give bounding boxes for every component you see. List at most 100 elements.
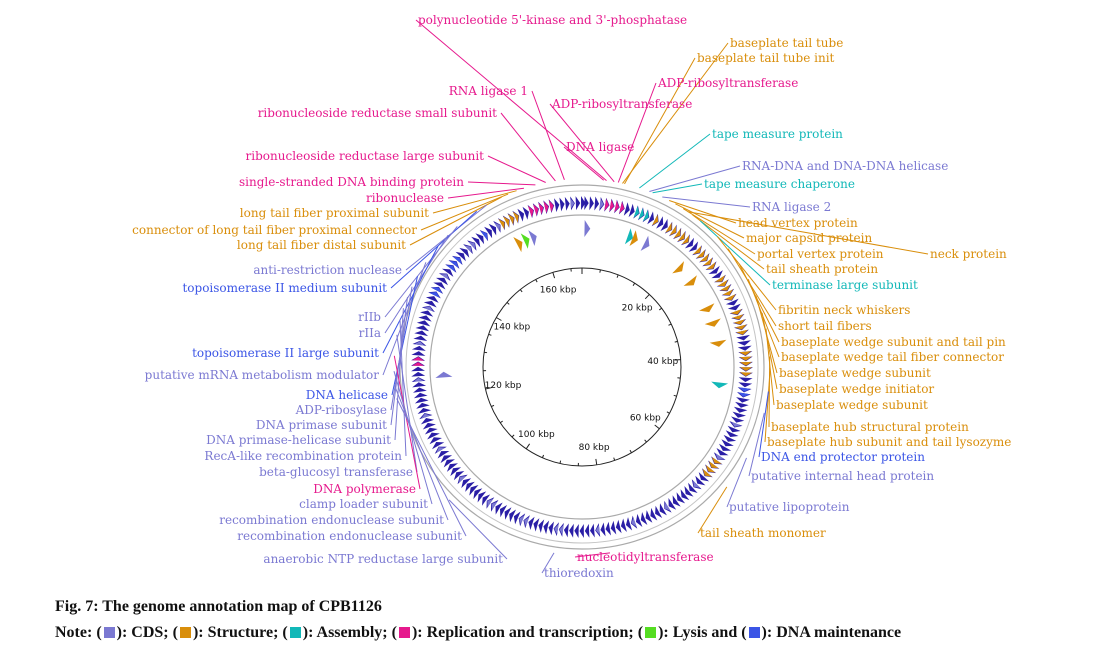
feature-arrow — [716, 448, 729, 456]
gene-label: RNA-DNA and DNA-DNA helicase — [742, 159, 948, 173]
legend-entry: ): Structure; ( — [192, 624, 288, 641]
scale-tick-label: 20 kbp — [622, 304, 653, 314]
feature-arrow-replication — [528, 205, 534, 218]
label-leader-line — [692, 214, 765, 270]
feature-arrow-structure — [512, 211, 519, 223]
feature-arrow-structure — [736, 329, 748, 335]
legend-note-prefix: Note: ( — [55, 624, 102, 641]
label-leaders — [382, 19, 929, 574]
gene-label: baseplate hub subunit and tail lysozyme — [767, 435, 1011, 449]
feature-arrow — [509, 509, 516, 523]
feature-arrow — [424, 427, 438, 435]
label-leader-line — [574, 552, 611, 558]
feature-arrow-structure — [673, 228, 681, 239]
gene-label: clamp loader subunit — [299, 497, 428, 511]
feature-arrow-cds — [519, 515, 525, 525]
feature-arrow — [416, 320, 431, 327]
feature-arrow — [656, 216, 664, 229]
feature-arrow — [581, 196, 586, 210]
label-leader-line — [717, 236, 777, 311]
feature-arrow — [440, 455, 453, 464]
gene-label: baseplate wedge subunit — [779, 366, 931, 380]
gene-label: RNA ligase 1 — [449, 84, 528, 98]
feature-arrow-structure — [706, 262, 716, 270]
feature-arrow — [504, 507, 512, 520]
feature-arrow — [488, 223, 497, 236]
scale-tick — [644, 294, 650, 300]
feature-arrow — [727, 425, 741, 433]
feature-arrow — [413, 392, 428, 399]
feature-arrow — [438, 273, 451, 281]
feature-arrow — [732, 411, 746, 418]
feature-arrow — [420, 418, 435, 425]
feature-arrow — [459, 247, 470, 258]
gene-label: tape measure chaperone — [704, 177, 855, 191]
feature-arrow-structure — [715, 275, 726, 282]
feature-arrow — [640, 512, 648, 525]
feature-arrow — [416, 402, 430, 409]
label-leader-line — [531, 90, 565, 180]
inner-feature-lysis — [520, 233, 530, 249]
legend-entry: ): Assembly; ( — [302, 624, 397, 641]
feature-arrow — [628, 203, 635, 218]
feature-arrow — [610, 520, 617, 535]
label-leader-line — [415, 19, 607, 181]
gene-label: DNA primase-helicase subunit — [206, 433, 391, 447]
feature-arrow-dna — [738, 392, 750, 397]
scale-tick — [559, 460, 562, 464]
feature-arrow-cds — [459, 476, 467, 483]
gene-label: topoisomerase II large subunit — [192, 346, 379, 360]
gene-label: recombination endonuclease subunit — [237, 529, 462, 543]
label-leader-line — [390, 296, 408, 426]
gene-label: anti-restriction nuclease — [253, 263, 402, 277]
inner-feature-structure — [629, 230, 638, 246]
feature-arrow — [411, 351, 426, 356]
legend-entry: ): Lysis and ( — [658, 624, 747, 641]
feature-arrow-structure — [724, 294, 736, 300]
label-leader-line — [394, 386, 449, 521]
feature-arrow-cds — [559, 524, 564, 535]
feature-arrow-structure — [739, 351, 752, 356]
feature-arrow — [680, 489, 690, 501]
feature-arrow — [655, 505, 663, 518]
feature-arrow-structure — [711, 457, 722, 464]
feature-arrow-cds — [436, 447, 446, 453]
legend-entry: ): Replication and transcription; ( — [411, 624, 644, 641]
gene-label: DNA end protector protein — [761, 450, 925, 464]
label-leader-line — [761, 312, 778, 390]
feature-arrow-replication — [412, 356, 425, 361]
scale-tick — [613, 457, 616, 461]
scale-tick — [535, 279, 538, 283]
feature-arrow — [495, 502, 503, 515]
feature-arrow-dna — [431, 287, 443, 294]
feature-arrow — [672, 495, 681, 507]
gene-label: long tail fiber proximal subunit — [240, 206, 429, 220]
label-leader-line — [624, 57, 696, 185]
gene-label: beta-glucosyl transferase — [259, 465, 413, 479]
feature-arrow — [738, 377, 753, 382]
feature-arrow-cds — [715, 453, 724, 460]
inner-feature-assembly — [624, 228, 634, 245]
feature-arrow — [432, 442, 445, 450]
scale-tick — [511, 434, 515, 438]
scale-tick — [632, 282, 636, 286]
feature-arrow — [736, 334, 750, 341]
feature-arrow-structure — [702, 468, 712, 477]
feature-arrow — [453, 471, 465, 481]
inner-feature-cds — [435, 371, 453, 378]
inner-feature-structure — [513, 237, 523, 253]
label-leader-line — [622, 42, 729, 184]
label-leader-line — [652, 183, 703, 194]
feature-arrow — [528, 516, 535, 530]
feature-arrow — [469, 485, 479, 496]
feature-arrow — [659, 503, 667, 516]
feature-arrow-structure — [652, 214, 659, 226]
feature-arrow — [650, 507, 658, 521]
gene-label: baseplate wedge initiator — [779, 382, 934, 396]
label-leader-line — [420, 193, 509, 231]
feature-arrow-structure — [703, 257, 713, 266]
feature-arrow — [684, 486, 694, 497]
feature-arrow-cds — [693, 480, 701, 488]
feature-arrow-cds — [570, 198, 575, 209]
